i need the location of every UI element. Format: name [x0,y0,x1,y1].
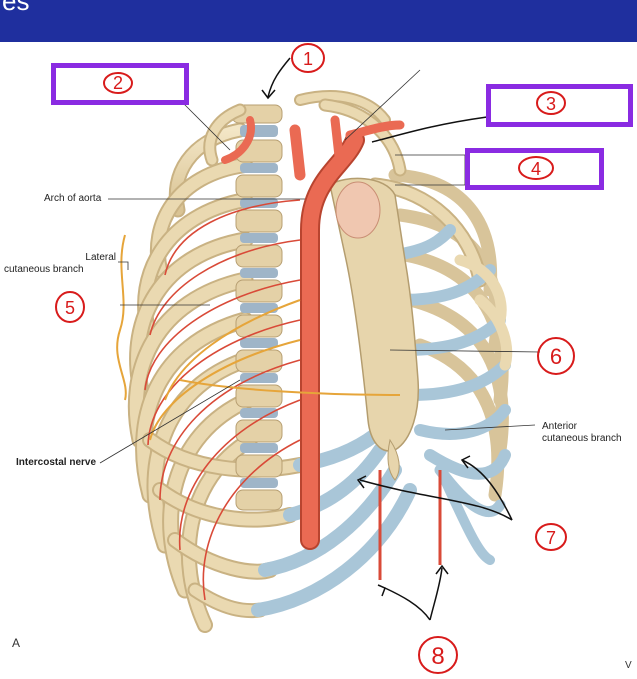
title-banner: es [0,0,637,42]
annotation-circle-5 [55,291,85,323]
annotation-circle-6 [537,337,575,375]
ribs-left [127,122,258,633]
banner-title: es [2,0,30,16]
figure-letter: A [12,636,21,650]
label-anterior-cutaneous-branch: cutaneous branch [542,433,622,444]
annotation-number-6: 6 [550,344,562,369]
upper-ribs [203,90,407,177]
annotation-circle-8 [418,636,458,674]
aorta [221,115,405,550]
annotation-number-5: 5 [65,298,75,318]
annotation-circle-1 [291,43,325,73]
intercostal-vessels [116,199,442,601]
label-arch-of-aorta: Arch of aorta [44,193,102,204]
ribs-right [367,177,513,565]
label-lateral-cutaneous-branch: cutaneous branch [4,264,84,275]
label-box-3 [486,84,633,127]
sternum [329,177,420,481]
annotation-number-1: 1 [303,49,313,69]
label-anterior: Anterior [542,421,578,432]
label-lateral: Lateral [85,252,116,263]
annotation-arrows [261,57,513,621]
corner-text: V [625,660,632,671]
annotation-number-7: 7 [546,528,556,548]
label-intercostal-nerve: Intercostal nerve [16,457,97,468]
label-box-4 [465,148,604,190]
leader-lines [99,69,541,464]
annotation-number-8: 8 [431,643,444,670]
annotation-circle-7 [535,523,567,551]
label-box-2 [51,63,189,105]
